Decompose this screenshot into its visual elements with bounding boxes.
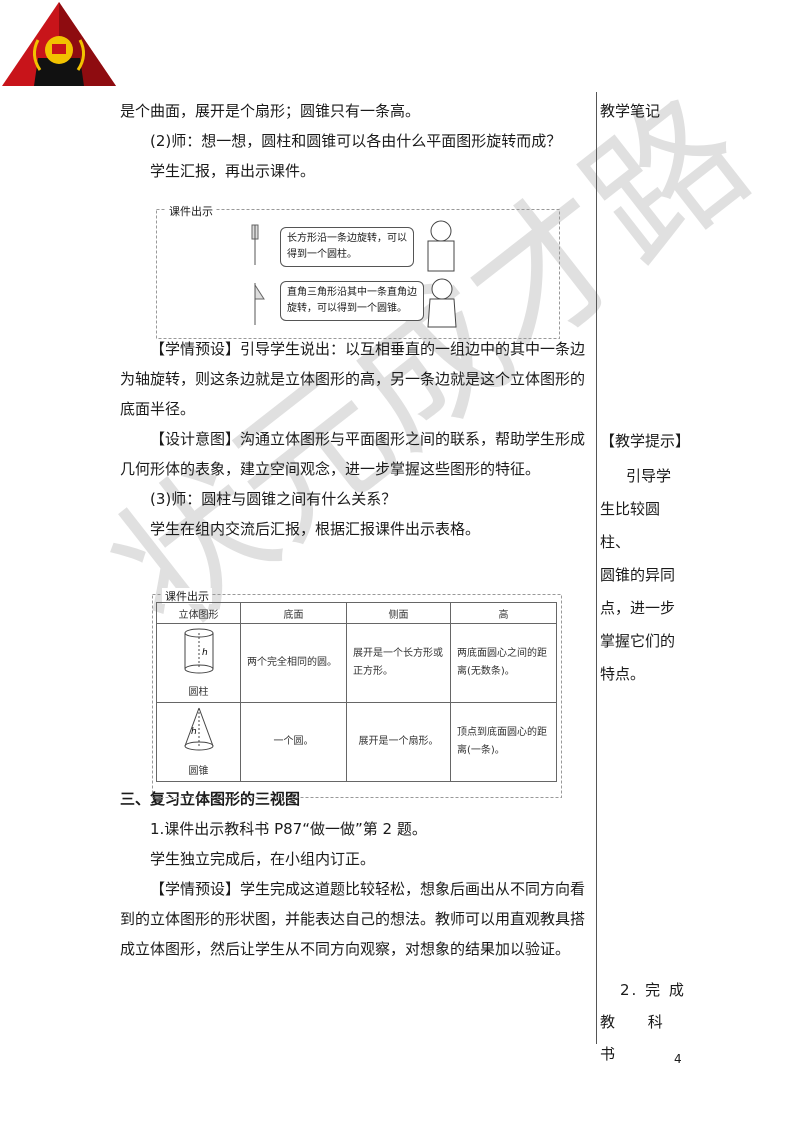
tip-body: 引导学 生比较圆柱、 圆锥的异同 点，进一步 掌握它们的 特点。 — [600, 460, 688, 691]
table-header: 底面 — [240, 602, 347, 624]
table-cell: 两底面圆心之间的距离(无数条)。 — [450, 623, 557, 703]
paragraph: 【学情预设】学生完成这道题比较轻松，想象后画出从不同方向看到的立体图形的形状图，… — [120, 880, 586, 958]
table-header: 高 — [450, 602, 557, 624]
margin-divider — [596, 92, 597, 1044]
courseware-frame — [152, 594, 562, 798]
table-cell: 一个圆。 — [240, 702, 347, 782]
comparison-table: 立体图形 底面 侧面 高 h 圆柱 两个完全相同的圆。 展开是一个长方形或正方形… — [156, 602, 557, 782]
tip-line: 生比较圆柱、 — [600, 500, 661, 551]
tip-line: 圆锥的异同 — [600, 566, 676, 584]
table-header: 立体图形 — [156, 602, 241, 624]
table-header: 侧面 — [346, 602, 451, 624]
speech-bubble: 直角三角形沿其中一条直角边旋转，可以得到一个圆锥。 — [280, 281, 424, 321]
tip-title: 【教学提示】 — [600, 432, 691, 450]
table-cell: 展开是一个扇形。 — [346, 702, 451, 782]
main-content: 是个曲面，展开是个扇形；圆锥只有一条高。 (2)师：想一想，圆柱和圆锥可以各由什… — [120, 96, 590, 964]
page-number: 4 — [674, 1052, 682, 1066]
paragraph: 1.课件出示教科书 P87“做一做”第 2 题。 — [150, 820, 427, 838]
shape-cell: h 圆锥 — [156, 702, 241, 782]
side-footer-line: 教 科 书 — [600, 1013, 677, 1063]
table-cell: 两个完全相同的圆。 — [240, 623, 347, 703]
cone-figure: h — [184, 707, 213, 750]
paragraph: 【设计意图】沟通立体图形与平面图形之间的联系，帮助学生形成几何形体的表象，建立空… — [120, 430, 586, 478]
tip-line: 特点。 — [600, 665, 646, 683]
paragraph: 【学情预设】引导学生说出：以互相垂直的一组边中的其中一条边为轴旋转，则这条边就是… — [120, 340, 586, 418]
side-footer: 2. 完 成 教 科 书 — [600, 974, 686, 1070]
section-heading: 三、复习立体图形的三视图 — [120, 790, 301, 808]
courseware-title: 课件出示 — [162, 588, 212, 604]
tip-line: 点，进一步 — [600, 599, 676, 617]
table-row: h 圆柱 两个完全相同的圆。 展开是一个长方形或正方形。 两底面圆心之间的距离(… — [156, 623, 557, 703]
courseware-title: 课件出示 — [166, 203, 216, 219]
paragraph: 学生独立完成后，在小组内订正。 — [150, 850, 376, 868]
cylinder-figure: h — [184, 628, 213, 673]
height-label: h — [202, 648, 208, 658]
spacer — [600, 126, 688, 426]
paragraph: 是个曲面，展开是个扇形；圆锥只有一条高。 — [120, 102, 421, 120]
paragraph: (3)师：圆柱与圆锥之间有什么关系？ — [150, 490, 397, 508]
shape-cell: h 圆柱 — [156, 623, 241, 703]
table-header-row: 立体图形 底面 侧面 高 — [156, 602, 557, 624]
crest-logo — [2, 2, 116, 86]
speech-bubble: 长方形沿一条边旋转，可以得到一个圆柱。 — [280, 227, 414, 267]
height-label: h — [191, 727, 197, 737]
paragraph: (2)师：想一想，圆柱和圆锥可以各由什么平面图形旋转而成？ — [150, 132, 562, 150]
courseware-box: 课件出示 长方形沿一条边旋转，可以得到一个圆柱。 直角三角形沿其中一条直角边旋转… — [156, 203, 560, 339]
notes-title: 教学笔记 — [600, 102, 661, 120]
courseware-frame — [156, 209, 560, 339]
paragraph: 学生汇报，再出示课件。 — [150, 162, 316, 180]
side-footer-line: 2. 完 成 — [620, 981, 686, 999]
paragraph: 学生在组内交流后汇报，根据汇报课件出示表格。 — [150, 520, 481, 538]
tip-line: 掌握它们的 — [600, 632, 676, 650]
shape-name: 圆锥 — [188, 765, 209, 777]
table-row: h 圆锥 一个圆。 展开是一个扇形。 顶点到底面圆心的距离(一条)。 — [156, 702, 557, 782]
shape-name: 圆柱 — [188, 686, 209, 698]
sidebar-notes: 教学笔记 【教学提示】 引导学 生比较圆柱、 圆锥的异同 点，进一步 掌握它们的… — [600, 96, 691, 1063]
table-cell: 顶点到底面圆心的距离(一条)。 — [450, 702, 557, 782]
tip-line: 引导学 — [626, 467, 672, 485]
table-cell: 展开是一个长方形或正方形。 — [346, 623, 451, 703]
courseware-box: 课件出示 立体图形 底面 侧面 高 h 圆柱 两个完全相同的圆。 展开是 — [152, 588, 562, 798]
